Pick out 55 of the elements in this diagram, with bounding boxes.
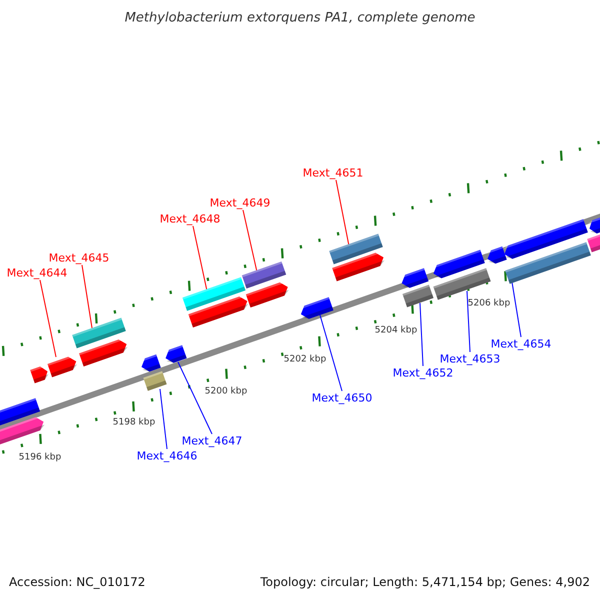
gene-feature	[299, 297, 334, 319]
gene-feature	[143, 371, 167, 391]
scale-label: 5206 kbp	[468, 300, 510, 308]
gene-label: Mext_4648	[160, 214, 220, 224]
gene-feature	[30, 366, 49, 384]
gene-label: Mext_4653	[440, 354, 500, 364]
scale-label: 5204 kbp	[374, 326, 418, 336]
gene-feature	[0, 398, 40, 426]
gene-feature	[79, 339, 128, 367]
accession-text: Accession: NC_010172	[9, 576, 146, 588]
gene-feature	[72, 318, 126, 348]
gene-feature	[588, 216, 600, 234]
gene-label: Mext_4647	[182, 436, 242, 446]
gene-label: Mext_4649	[210, 198, 270, 208]
gene-feature	[502, 219, 588, 259]
gene-label: Mext_4651	[302, 168, 364, 178]
leader-line	[420, 302, 424, 366]
gene-feature	[432, 250, 485, 278]
gene-feature	[402, 284, 434, 308]
gene-feature	[188, 296, 248, 328]
leader-line	[160, 388, 168, 450]
scale-label: 5198 kbp	[112, 418, 156, 428]
scale-label: 5202 kbp	[284, 356, 326, 364]
gene-feature	[140, 354, 161, 372]
gene-feature	[486, 246, 507, 264]
gene-feature	[182, 277, 246, 311]
gene-feature	[164, 345, 187, 363]
gene-feature	[587, 234, 600, 252]
gene-feature	[400, 268, 429, 288]
leader-line	[82, 264, 92, 328]
leader-line	[178, 362, 212, 434]
gene-label: Mext_4645	[48, 252, 110, 264]
gene-feature	[242, 261, 286, 289]
gene-feature	[329, 234, 383, 264]
leader-line	[320, 314, 342, 392]
gene-label: Mext_4652	[392, 368, 454, 378]
leader-line	[512, 282, 522, 338]
leader-line	[192, 226, 208, 292]
leader-line	[242, 210, 258, 272]
genome-info-text: Topology: circular; Length: 5,471,154 bp; Genes: 4,902	[260, 576, 590, 588]
gene-feature	[246, 282, 289, 308]
gene-label: Mext_4650	[312, 392, 372, 404]
leader-line	[40, 280, 56, 358]
gene-feature	[0, 417, 45, 445]
leader-line	[466, 290, 470, 352]
gene-label: Mext_4646	[136, 450, 198, 462]
gene-feature	[332, 252, 385, 282]
gene-label: Mext_4644	[6, 268, 68, 278]
title: Methylobacterium extorquens PA1, complete genome	[124, 12, 476, 24]
scale-label: 5196 kbp	[18, 454, 62, 462]
gene-feature	[433, 268, 491, 300]
scale-label: 5200 kbp	[204, 388, 248, 396]
leader-line	[336, 180, 350, 246]
gene-label: Mext_4654	[490, 338, 552, 350]
gene-feature	[505, 242, 591, 284]
